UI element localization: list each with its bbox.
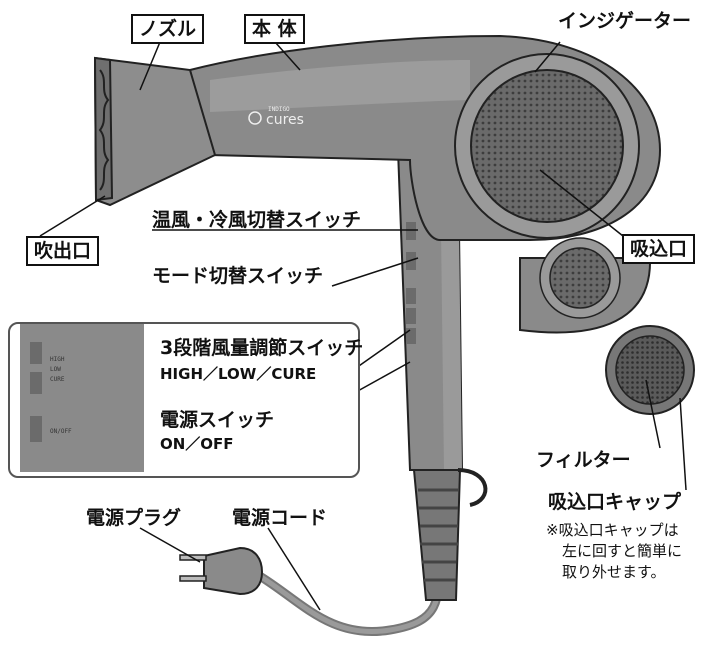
panel-cure-text: CURE [50,376,65,383]
cord-label: 電源コード [232,507,328,529]
intake-label: 吸込口 [622,234,696,264]
mode-switch-label: モード切替スイッチ [152,265,324,287]
filter-mesh [615,335,685,405]
brand-text: cures [266,112,304,128]
temp-switch-label: 温風・冷風切替スイッチ [152,209,362,231]
switch-inset: HIGH LOW CURE ON/OFF 3段階風量調節スイッチ HIGH／LO… [8,322,364,478]
panel-low-text: LOW [50,366,61,373]
panel-onoff-text: ON/OFF [50,428,72,435]
cord-strain-relief [412,468,488,601]
cap-note-line-2: 左に回すと簡単に [562,542,683,560]
filter-label: フィルター [536,449,631,471]
power-values: ON／OFF [160,435,234,453]
intake-detail [519,237,700,415]
intake-grille [470,69,624,223]
panel-high-text: HIGH [50,356,65,363]
power-plug [179,546,264,596]
body-label: 本 体 [244,14,305,44]
level-switch-label: 3段階風量調節スイッチ [160,337,364,359]
power-switch-label: 電源スイッチ [160,409,275,431]
cap-note-line-1: ※吸込口キャップは [546,521,679,539]
ionizer-label: インジゲーター [558,8,692,34]
brand-small-text: INDIGO [268,106,290,113]
nozzle-label: ノズル [131,14,205,44]
level-values: HIGH／LOW／CURE [160,365,317,383]
cap-note-line-3: 取り外せます。 [562,563,666,581]
outlet-label: 吹出口 [26,236,100,266]
intake-cap-label: 吸込口キャップ [548,491,682,513]
plug-label: 電源プラグ [86,507,182,529]
